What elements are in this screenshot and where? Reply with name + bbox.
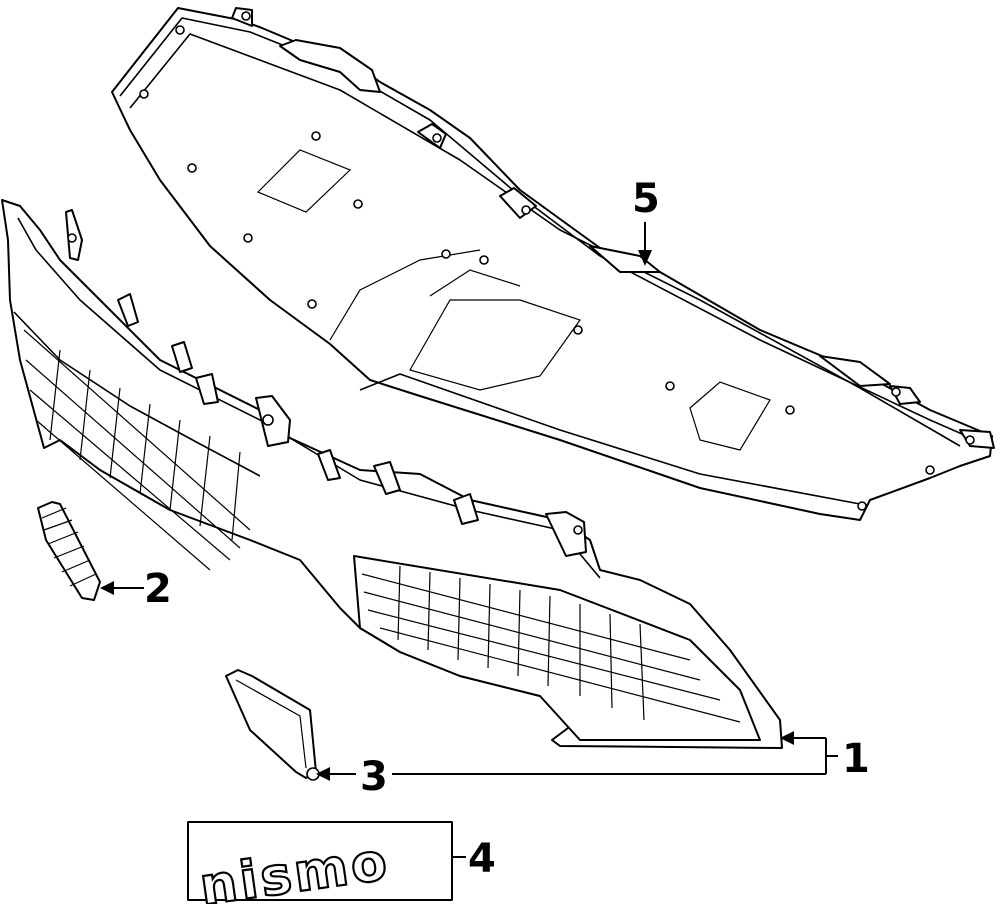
callout-1: 1 [842,736,870,782]
callout-4: 4 [468,836,496,882]
lower-grille-part [1,199,783,749]
side-grille-insert-part [37,501,101,601]
upper-cover-part [111,7,995,521]
emblem-frame [187,821,453,901]
callout-3: 3 [360,754,388,800]
callout-2: 2 [144,566,172,612]
leader-lines [100,222,838,858]
callout-5: 5 [632,176,660,222]
tow-hook-cover-part [225,669,320,781]
nismo-emblem-part: nismo [187,821,453,904]
